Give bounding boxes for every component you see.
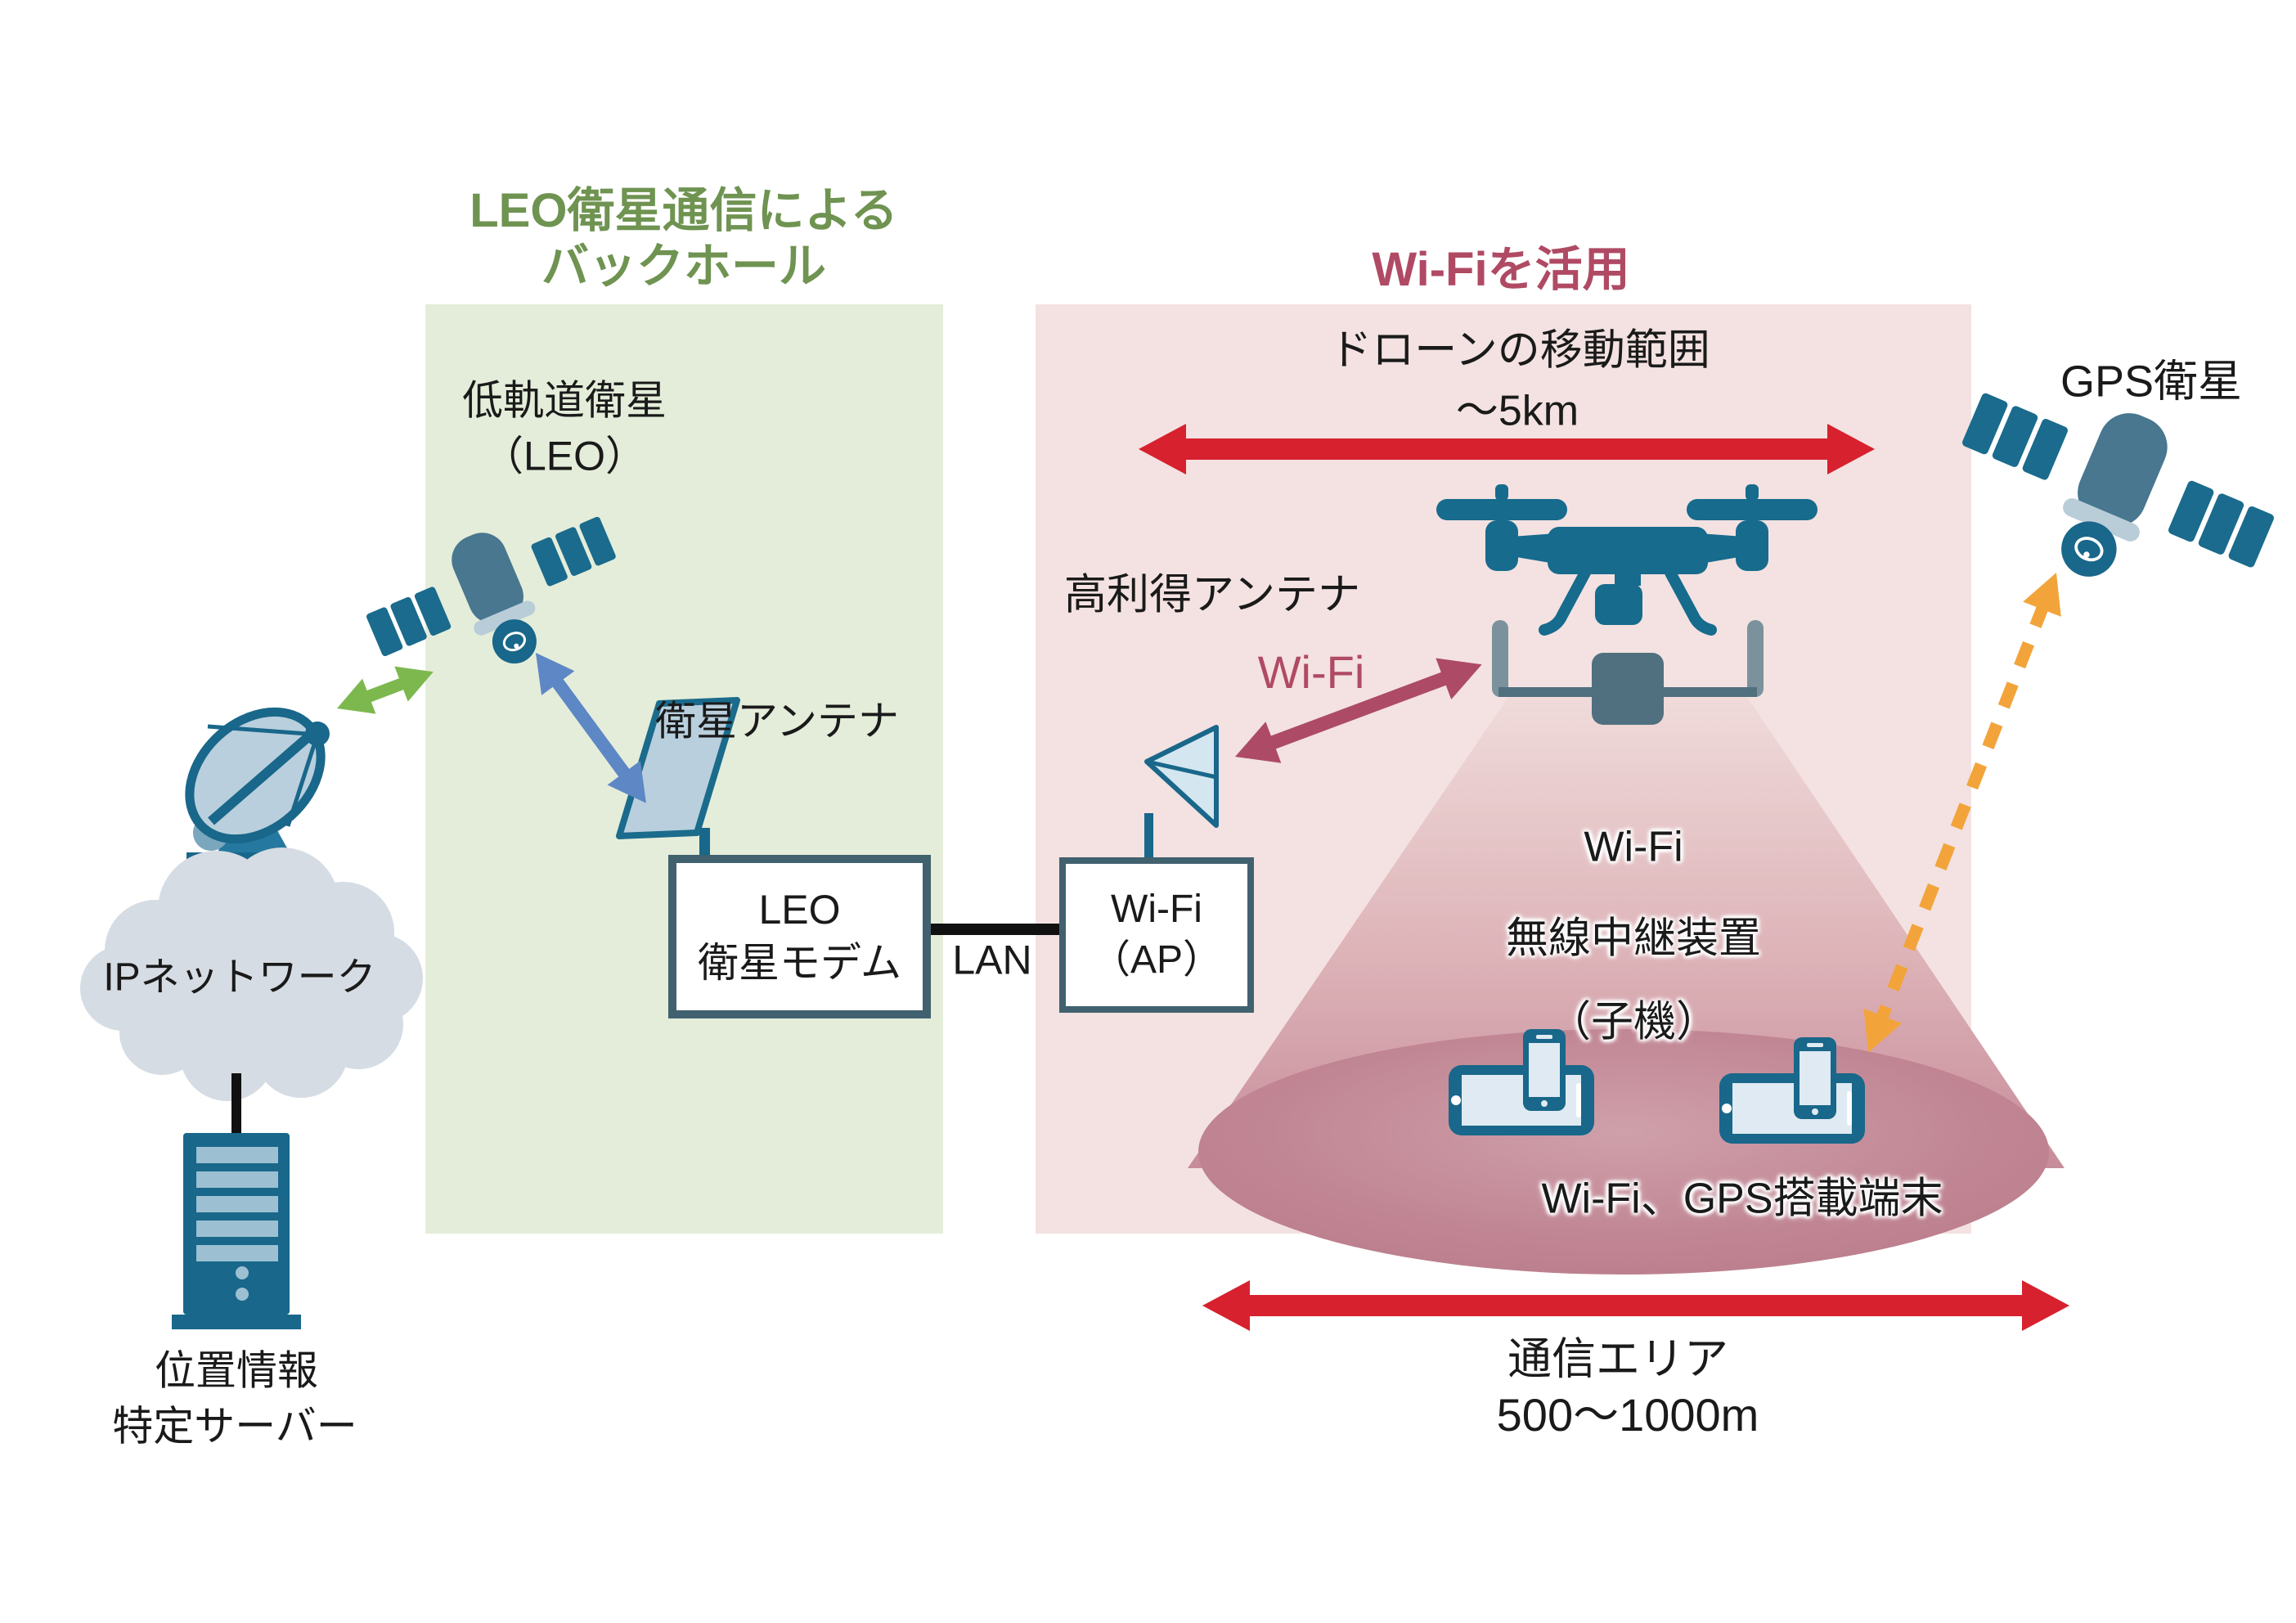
leo-modem-box: LEO 衛星モデム bbox=[668, 855, 931, 1018]
server-label-line1: 位置情報 bbox=[155, 1347, 318, 1394]
terminals-label: Wi-Fi、GPS搭載端末 bbox=[1541, 1175, 1943, 1223]
wifi-ap-label-line2: （AP） bbox=[1090, 938, 1223, 982]
drone-range-label-line1: ドローンの移動範囲 bbox=[1329, 326, 1710, 375]
leo-satellite-label-line1: 低軌道衛星 bbox=[462, 377, 667, 424]
wifi-zone-title: Wi-Fiを活用 bbox=[1372, 243, 1630, 297]
ip-network-cloud-icon bbox=[80, 847, 423, 1101]
wifi-ap-label-line1: Wi-Fi bbox=[1111, 887, 1202, 931]
leo-modem-label-line2: 衛星モデム bbox=[698, 940, 901, 986]
terminal-device-icon bbox=[1449, 1029, 1594, 1135]
wifi-link-arrow bbox=[1235, 658, 1482, 763]
comm-area-arrow bbox=[1202, 1280, 2069, 1331]
server-cable bbox=[231, 1073, 241, 1139]
drone-range-label-line2: ～5km bbox=[1455, 387, 1579, 435]
relay-label-line1: Wi-Fi bbox=[1584, 823, 1683, 871]
server-label-line2: 特定サーバー bbox=[112, 1403, 357, 1450]
high-gain-antenna-label: 高利得アンテナ bbox=[1064, 571, 1360, 619]
relay-label-line3: （子機） bbox=[1548, 998, 1719, 1046]
lan-cable bbox=[914, 924, 1059, 935]
leo-satellite-label-line2: （LEO） bbox=[482, 433, 647, 479]
server-icon bbox=[172, 1133, 301, 1329]
high-gain-antenna-icon bbox=[1144, 725, 1219, 859]
backhaul-title-line2: バックホール bbox=[541, 240, 827, 294]
leo-modem-label-line1: LEO bbox=[758, 887, 841, 933]
gps-satellite-icon bbox=[1962, 393, 2274, 577]
relay-label-line2: 無線中継装置 bbox=[1505, 915, 1762, 963]
lan-label: LAN bbox=[952, 937, 1032, 983]
satellite-antenna-icon bbox=[616, 697, 740, 857]
gps-satellite-label: GPS衛星 bbox=[2060, 357, 2243, 407]
backhaul-uplink-arrow bbox=[337, 666, 434, 714]
leo-satellite-icon bbox=[366, 516, 616, 664]
wifi-link-label: Wi-Fi bbox=[1257, 646, 1365, 699]
comm-area-label-line2: 500～1000m bbox=[1496, 1389, 1759, 1441]
satellite-link-arrow bbox=[536, 653, 646, 803]
wifi-ap-box: Wi-Fi （AP） bbox=[1059, 857, 1254, 1013]
comm-area-label-line1: 通信エリア bbox=[1507, 1334, 1728, 1384]
gps-signal-arrow bbox=[1863, 573, 2061, 1053]
drone-range-arrow bbox=[1139, 424, 1875, 474]
terminal-device-icon bbox=[1719, 1037, 1865, 1144]
backhaul-title-line1: LEO衛星通信による bbox=[470, 184, 898, 238]
coverage-area-ellipse bbox=[1198, 1029, 2049, 1275]
drone-icon bbox=[1436, 484, 1817, 636]
ip-network-label: IPネットワーク bbox=[103, 955, 376, 1000]
wifi-relay-unit-icon bbox=[1492, 620, 1764, 725]
satellite-antenna-label: 衛星アンテナ bbox=[655, 698, 899, 744]
